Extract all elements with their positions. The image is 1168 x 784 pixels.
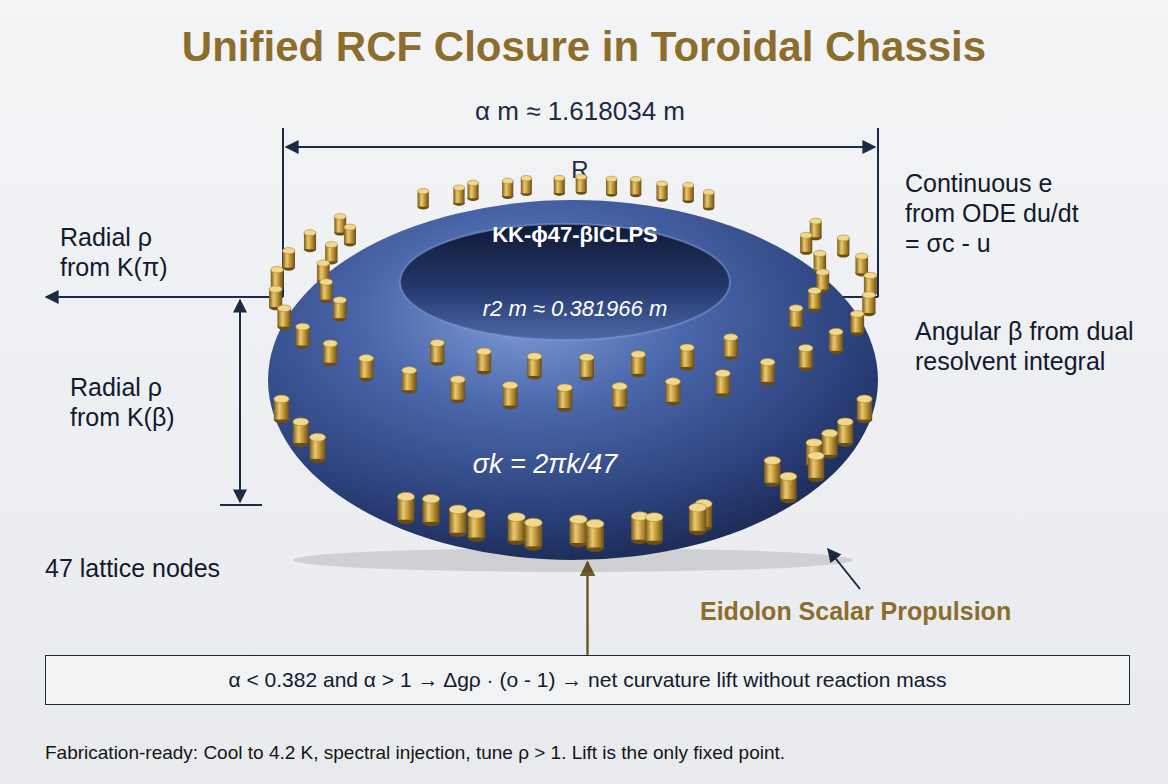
lattice-stud <box>304 230 316 253</box>
annotation-label: 47 lattice nodes <box>45 553 285 583</box>
condition-box: α < 0.382 and α > 1 → Δgρ · (o - 1) → ne… <box>45 655 1130 705</box>
lattice-stud <box>612 383 627 411</box>
lattice-stud <box>631 351 645 378</box>
lattice-stud <box>630 177 641 198</box>
device-label: KK-ϕ47-βICLPS <box>375 222 775 248</box>
lattice-stud <box>449 505 466 537</box>
pointer-connector <box>586 562 589 655</box>
lattice-stud <box>502 178 513 199</box>
lattice-stud <box>477 348 491 375</box>
lattice-stud <box>450 376 465 404</box>
condition-text: α < 0.382 and α > 1 → Δgρ · (o - 1) → ne… <box>58 667 1117 693</box>
lattice-stud <box>468 510 486 542</box>
lattice-stud <box>703 189 714 210</box>
lattice-stud <box>453 185 464 206</box>
lattice-stud <box>310 433 326 463</box>
lattice-stud <box>764 456 781 486</box>
label-slot: Eidolon Scalar Propulsion <box>700 596 1040 626</box>
torus-text-slot: r2 m ≈ 0.381966 m <box>375 296 775 322</box>
lattice-stud <box>296 323 310 349</box>
lattice-stud <box>760 358 775 385</box>
lattice-stud <box>808 287 821 312</box>
lattice-stud <box>850 311 864 336</box>
lattice-stud <box>293 418 309 447</box>
lattice-stud <box>789 305 803 330</box>
label-slot: Radial ρ from K(β) <box>70 372 210 432</box>
lattice-stud <box>557 384 572 412</box>
lattice-stud <box>527 353 542 380</box>
lattice-stud <box>397 492 414 524</box>
lattice-stud <box>799 345 813 371</box>
annotation-label: Angular β from dual resolvent integral <box>915 316 1150 376</box>
lattice-stud <box>554 175 565 196</box>
dimension-label: α m ≈ 1.618034 m <box>380 96 780 127</box>
diagram-title: Unified RCF Closure in Toroidal Chassis <box>0 22 1168 72</box>
lattice-stud <box>665 378 680 406</box>
lattice-stud <box>467 180 478 201</box>
title-slot: Unified RCF Closure in Toroidal Chassis <box>0 22 1168 72</box>
lattice-stud <box>683 182 694 203</box>
formula-label: σk = 2πk/47 <box>345 448 745 480</box>
lattice-stud <box>430 340 444 366</box>
label-slot: α m ≈ 1.618034 m <box>380 96 780 127</box>
lattice-stud <box>283 248 295 271</box>
radial-arrow <box>46 296 283 298</box>
annotation-label: Radial ρ from K(π) <box>60 222 200 282</box>
lattice-stud <box>645 513 663 545</box>
lattice-stud <box>359 355 374 382</box>
dimension-label: r2 m ≈ 0.381966 m <box>375 296 775 322</box>
lattice-stud <box>862 292 875 317</box>
lattice-stud <box>323 340 337 366</box>
lattice-stud <box>689 503 706 535</box>
dimension-arrow <box>239 300 241 502</box>
lattice-stud <box>503 382 518 410</box>
lattice-stud <box>606 176 617 197</box>
lattice-stud <box>521 175 532 196</box>
pointer-arrow <box>828 549 860 589</box>
lattice-stud <box>344 224 356 246</box>
toroidal-chassis: KK-ϕ47-βICLPS r2 m ≈ 0.381966 m σk = 2πk/4… <box>268 180 880 562</box>
lattice-stud <box>857 395 872 423</box>
lattice-stud <box>715 370 730 397</box>
annotation-label: Continuous e from ODE du/dt = σc - u <box>905 168 1080 258</box>
lattice-stud <box>837 235 849 258</box>
lattice-stud <box>333 297 346 322</box>
label-slot: 47 lattice nodes <box>45 553 285 583</box>
lattice-stud <box>274 395 289 423</box>
torus-body <box>268 200 878 560</box>
lattice-stud <box>829 328 843 354</box>
lattice-stud <box>320 279 333 303</box>
label-slot: Radial ρ from K(π) <box>60 222 200 282</box>
lattice-stud <box>780 472 797 503</box>
caption-slot: Fabrication-ready: Cool to 4.2 K, spectr… <box>45 742 1145 765</box>
annotation-label: Radial ρ from K(β) <box>70 372 210 432</box>
lattice-stud <box>277 305 291 330</box>
lattice-stud <box>508 513 526 545</box>
lattice-stud <box>418 188 429 209</box>
lattice-stud <box>800 232 812 255</box>
lattice-stud <box>422 494 439 526</box>
label-slot: Continuous e from ODE du/dt = σc - u <box>905 168 1080 258</box>
lattice-stud <box>680 344 694 370</box>
dimension-arrow <box>286 146 875 148</box>
lattice-stud <box>808 452 824 482</box>
diagram-caption: Fabrication-ready: Cool to 4.2 K, spectr… <box>45 742 1145 765</box>
lattice-stud <box>402 367 417 394</box>
torus-text-slot: σk = 2πk/47 <box>345 448 745 480</box>
lattice-stud <box>837 418 853 447</box>
dimension-tick <box>220 504 262 506</box>
lattice-stud <box>579 354 594 381</box>
torus-text-slot: KK-ϕ47-βICLPS <box>375 222 775 248</box>
lattice-stud <box>724 334 738 360</box>
lattice-stud <box>586 519 604 552</box>
lattice-stud <box>656 181 667 202</box>
callout-label: Eidolon Scalar Propulsion <box>700 596 1040 626</box>
lattice-stud <box>576 174 587 195</box>
lattice-stud <box>524 518 542 551</box>
label-slot: Angular β from dual resolvent integral <box>915 316 1150 376</box>
lattice-stud <box>570 515 588 547</box>
extension-line <box>877 128 879 297</box>
